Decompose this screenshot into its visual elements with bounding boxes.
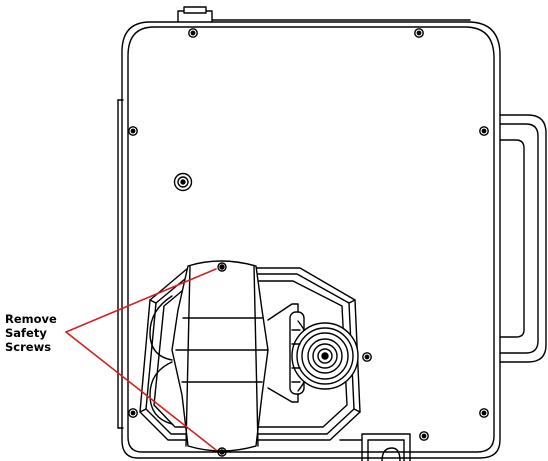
housing-inner-rim [127,26,495,453]
center-grommet [173,172,193,192]
callout-lines [65,268,217,451]
moving-head-body [171,260,269,452]
callout-line-to-top-screw [65,268,217,333]
bottom-bracket [339,433,411,461]
callout-label-remove: Remove [5,312,57,326]
carry-handle [499,114,547,363]
callout-label-safety: Safety [5,326,47,340]
left-lens-lobes [149,295,173,425]
housing-screw-rings [128,28,489,441]
safety-screw-top [217,262,227,272]
callout-label-screws: Screws [5,340,52,354]
callout-line-to-bottom-screw [65,331,217,451]
housing-screws [130,30,487,439]
lens-assembly [267,303,359,403]
safety-screw-bottom [217,447,227,457]
